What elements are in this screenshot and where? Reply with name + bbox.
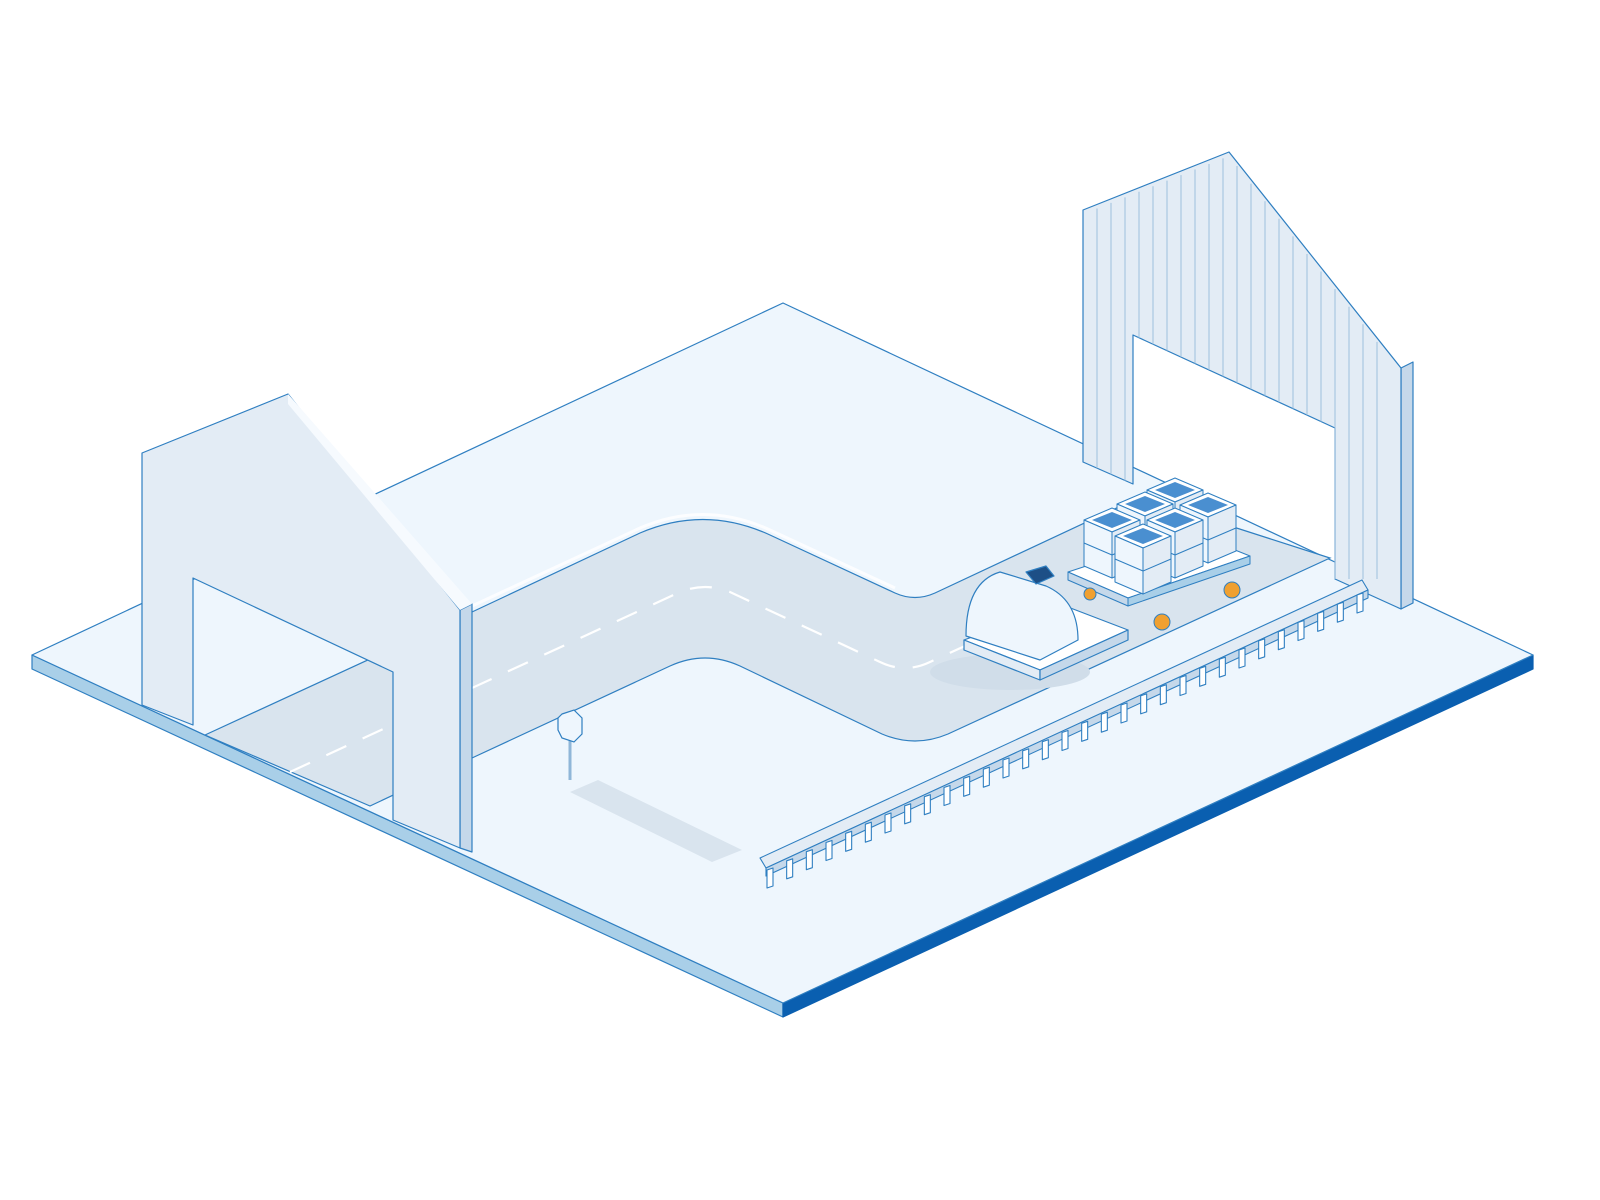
- sign-shadow: [570, 780, 742, 862]
- guardrail-post: [904, 803, 912, 825]
- right-building-side: [1400, 361, 1414, 610]
- guardrail-post: [923, 794, 931, 816]
- guardrail: [759, 579, 1369, 889]
- guardrail-post: [1238, 647, 1246, 669]
- agv-vehicle: [930, 565, 1129, 690]
- guardrail-post: [1356, 592, 1364, 614]
- left-building-roof-edge: [288, 394, 472, 610]
- pallet-right: [1127, 555, 1251, 607]
- guardrail-post: [1179, 674, 1187, 697]
- sign-plate: [557, 709, 583, 743]
- guardrail-post: [1140, 693, 1148, 715]
- wheel: [1223, 581, 1241, 599]
- agv-sensor: [1025, 565, 1055, 585]
- guardrail-post: [1199, 665, 1207, 687]
- guardrail-post: [1022, 748, 1030, 770]
- guardrail-post: [1120, 702, 1128, 724]
- guardrail-post: [1100, 711, 1108, 733]
- guardrail-post: [1258, 638, 1266, 660]
- guardrail-post: [805, 849, 813, 871]
- crate: [1114, 523, 1172, 595]
- guardrail-post: [943, 784, 951, 807]
- guardrail-post: [1317, 610, 1325, 632]
- guardrail-post: [1159, 684, 1167, 706]
- agv-base-side: [1039, 629, 1129, 681]
- agv-body: [965, 571, 1079, 661]
- right-building: [1082, 151, 1414, 610]
- guardrail-post: [864, 821, 872, 843]
- wheel: [1083, 587, 1097, 601]
- guardrail-post: [1297, 619, 1305, 642]
- sign: [557, 709, 742, 862]
- guardrail-post: [884, 812, 892, 834]
- guardrail-post: [1277, 629, 1285, 651]
- guardrail-post: [825, 839, 833, 862]
- guardrail-post: [963, 775, 971, 797]
- road-edge-highlight: [471, 513, 896, 608]
- guardrail-post: [1081, 720, 1089, 742]
- wheel: [1153, 613, 1171, 631]
- road-center-dashes: [289, 585, 1001, 773]
- guardrail-post: [1002, 757, 1010, 779]
- guardrail-post: [1041, 739, 1049, 761]
- left-building: [141, 393, 473, 853]
- left-building-side: [459, 603, 473, 853]
- guardrail-post: [786, 858, 794, 880]
- guardrail-post: [982, 766, 990, 788]
- guardrail-post: [1061, 729, 1069, 752]
- pallet-cart: [1067, 477, 1251, 631]
- guardrail-post: [845, 830, 853, 852]
- guardrail-post: [1336, 601, 1344, 623]
- guardrail-post: [766, 867, 774, 889]
- guardrail-post: [1218, 656, 1226, 678]
- right-building-cladding-lines: [1096, 158, 1378, 579]
- crate-stack: [1083, 477, 1237, 595]
